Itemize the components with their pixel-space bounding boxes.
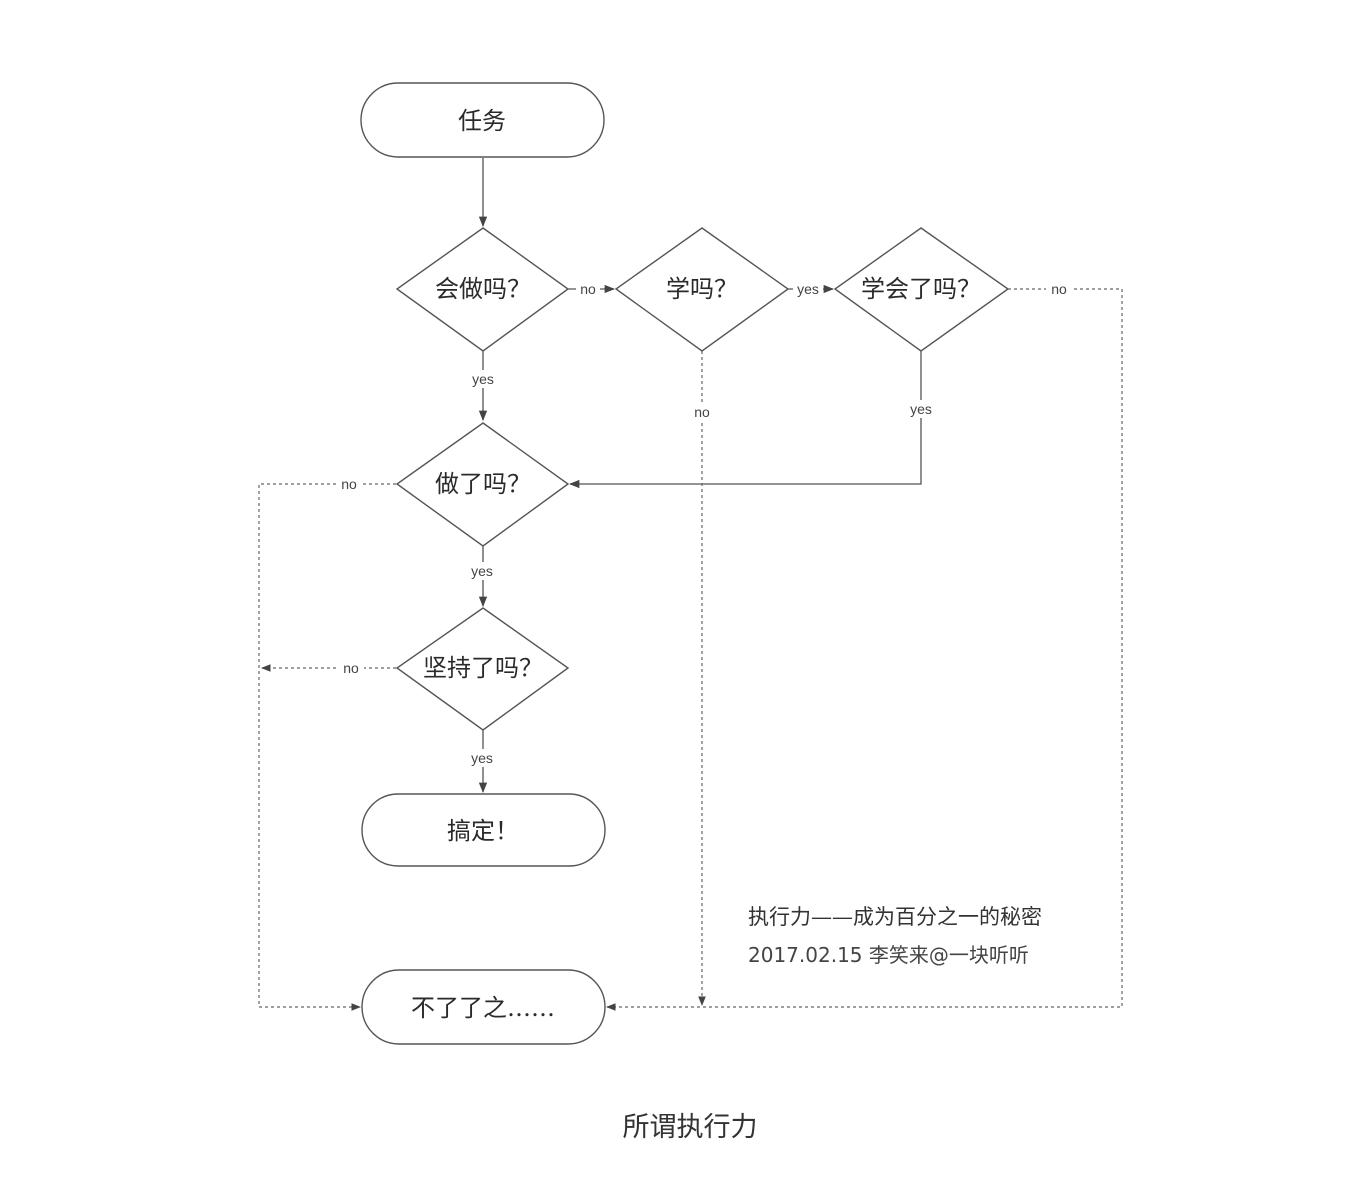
node-abandoned: 不了了之…… — [361, 969, 606, 1045]
note-credit: 2017.02.15 李笑来@一块听听 — [748, 943, 1029, 967]
node-done: 搞定！ — [361, 793, 606, 867]
edge-label-learned-no: no — [1046, 280, 1072, 298]
svg-text:yes: yes — [472, 371, 494, 387]
edge-learned-no — [606, 288, 1123, 1011]
svg-text:no: no — [1051, 281, 1067, 297]
node-can-do: 会做吗？ — [395, 227, 570, 352]
svg-text:yes: yes — [797, 281, 819, 297]
edge-did-no — [258, 483, 396, 1011]
svg-text:no: no — [694, 404, 710, 420]
node-persist-label: 坚持了吗？ — [423, 654, 543, 682]
edge-label-learn-no: no — [689, 403, 715, 421]
svg-text:yes: yes — [471, 563, 493, 579]
edge-label-did-yes: yes — [466, 562, 498, 580]
node-learned-label: 学会了吗？ — [861, 275, 981, 303]
svg-text:no: no — [580, 281, 596, 297]
svg-text:no: no — [341, 476, 357, 492]
edge-label-did-no: no — [336, 475, 362, 493]
edge-label-persist-no: no — [338, 659, 364, 677]
node-done-label: 搞定！ — [447, 817, 519, 845]
node-task-label: 任务 — [458, 107, 506, 135]
node-can-do-label: 会做吗？ — [435, 275, 531, 303]
svg-text:no: no — [343, 660, 359, 676]
svg-text:yes: yes — [910, 401, 932, 417]
svg-text:yes: yes — [471, 750, 493, 766]
edge-label-persist-yes: yes — [466, 749, 498, 767]
node-learn: 学吗？ — [614, 227, 790, 352]
node-learn-label: 学吗？ — [666, 275, 738, 303]
edge-label-can-do-no: no — [576, 280, 600, 298]
note-title: 执行力——成为百分之一的秘密 — [748, 905, 1042, 929]
edge-label-learn-yes: yes — [793, 280, 823, 298]
node-persist: 坚持了吗？ — [395, 607, 570, 731]
edge-learned-yes — [568, 351, 922, 489]
node-abandoned-label: 不了了之…… — [411, 994, 555, 1022]
node-did-it: 做了吗？ — [395, 422, 570, 547]
edge-label-can-do-yes: yes — [467, 370, 499, 388]
node-learned: 学会了吗？ — [833, 227, 1010, 352]
figure-caption: 所谓执行力 — [623, 1112, 758, 1143]
node-task: 任务 — [360, 82, 605, 158]
edge-label-learned-yes: yes — [905, 400, 937, 418]
node-did-it-label: 做了吗？ — [435, 470, 531, 498]
